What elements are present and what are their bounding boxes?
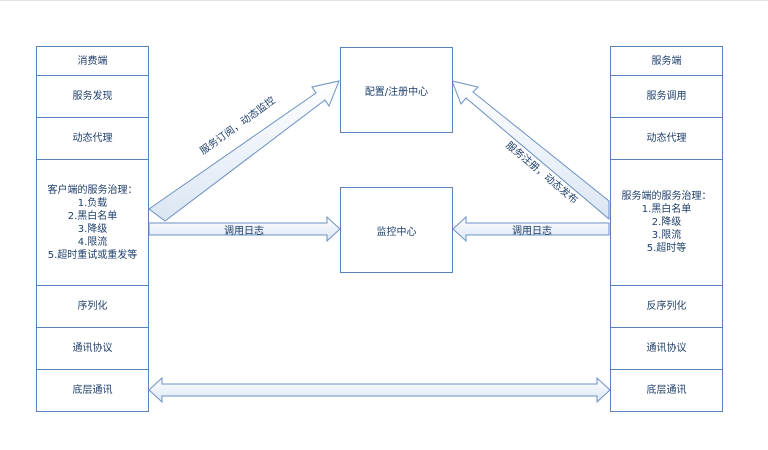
provider-title: 服务端 [610, 46, 723, 76]
config-registry-center: 配置/注册中心 [340, 47, 453, 133]
consumer-service-discovery-text: 服务发现 [72, 91, 113, 102]
call-log-arrow-left [148, 215, 341, 243]
subscribe-arrow [148, 80, 340, 222]
register-arrow [451, 80, 610, 221]
provider-dynamic-proxy-text: 动态代理 [646, 133, 687, 144]
provider-deserialization: 反序列化 [610, 285, 723, 328]
call-log-arrow-right [452, 215, 610, 243]
consumer-title: 消费端 [36, 46, 149, 76]
provider-deserialization-text: 反序列化 [646, 301, 687, 312]
provider-protocol: 通讯协议 [610, 327, 723, 370]
consumer-serialization: 序列化 [36, 285, 149, 328]
config-registry-center-text: 配置/注册中心 [364, 86, 429, 98]
provider-title-text: 服务端 [651, 55, 682, 67]
consumer-protocol: 通讯协议 [36, 327, 149, 370]
monitor-center-text: 监控中心 [376, 226, 417, 238]
consumer-protocol-text: 通讯协议 [72, 343, 113, 354]
consumer-governance: 客户端的服务治理： 1.负载 2.黑白名单 3.降级 4.限流 5.超时重试或重… [36, 159, 149, 286]
consumer-governance-text: 客户端的服务治理： 1.负载 2.黑白名单 3.降级 4.限流 5.超时重试或重… [47, 184, 138, 261]
provider-service-invocation-text: 服务调用 [646, 91, 687, 102]
consumer-title-text: 消费端 [77, 55, 108, 67]
call-log-right-label: 调用日志 [512, 226, 552, 237]
provider-stack: 服务端 服务调用 动态代理 服务端的服务治理： 1.黑白名单 2.降级 3.限流… [610, 46, 723, 412]
provider-dynamic-proxy: 动态代理 [610, 117, 723, 160]
consumer-dynamic-proxy: 动态代理 [36, 117, 149, 160]
consumer-service-discovery: 服务发现 [36, 75, 149, 118]
provider-service-invocation: 服务调用 [610, 75, 723, 118]
provider-governance-text: 服务端的服务治理： 1.黑白名单 2.降级 3.限流 5.超时等 [621, 191, 712, 254]
provider-protocol-text: 通讯协议 [646, 343, 687, 354]
consumer-transport-text: 底层通讯 [72, 385, 113, 396]
provider-transport: 底层通讯 [610, 369, 723, 412]
monitor-center: 监控中心 [340, 187, 453, 273]
provider-governance: 服务端的服务治理： 1.黑白名单 2.降级 3.限流 5.超时等 [610, 159, 723, 286]
consumer-serialization-text: 序列化 [77, 301, 108, 312]
consumer-dynamic-proxy-text: 动态代理 [72, 133, 113, 144]
call-log-left-label: 调用日志 [224, 226, 264, 237]
consumer-stack: 消费端 服务发现 动态代理 客户端的服务治理： 1.负载 2.黑白名单 3.降级… [36, 46, 149, 412]
transport-arrow [148, 376, 611, 404]
provider-transport-text: 底层通讯 [646, 385, 687, 396]
consumer-transport: 底层通讯 [36, 369, 149, 412]
